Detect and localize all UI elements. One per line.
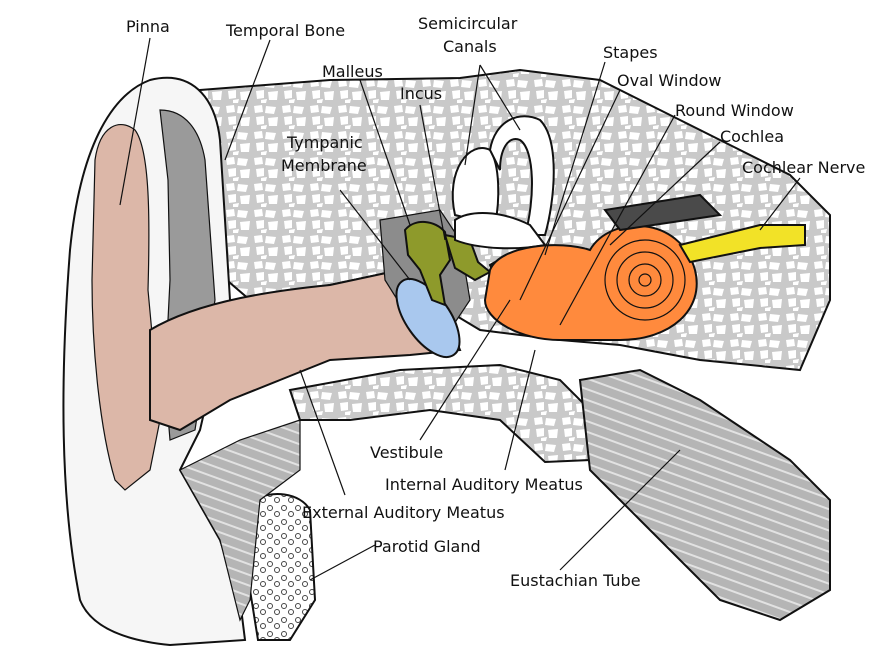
label-oval-window: Oval Window: [617, 71, 721, 90]
label-vestibule: Vestibule: [370, 443, 443, 462]
skull-base-region: [290, 365, 600, 462]
label-temporal-bone: Temporal Bone: [225, 21, 345, 40]
label-cochlear-nerve: Cochlear Nerve: [742, 158, 865, 177]
label-semicircular-line2: Canals: [443, 37, 497, 56]
label-parotid-gland: Parotid Gland: [373, 537, 481, 556]
label-external-auditory-meatus: External Auditory Meatus: [302, 503, 505, 522]
label-stapes: Stapes: [603, 43, 658, 62]
label-tympanic-line1: Tympanic: [286, 133, 363, 152]
label-internal-auditory-meatus: Internal Auditory Meatus: [385, 475, 583, 494]
label-tympanic-line2: Membrane: [281, 156, 367, 175]
label-malleus: Malleus: [322, 62, 383, 81]
label-round-window: Round Window: [675, 101, 794, 120]
label-eustachian-tube: Eustachian Tube: [510, 571, 641, 590]
label-incus: Incus: [400, 84, 442, 103]
label-semicircular-line1: Semicircular: [418, 14, 518, 33]
label-cochlea: Cochlea: [720, 127, 784, 146]
label-pinna: Pinna: [126, 17, 170, 36]
